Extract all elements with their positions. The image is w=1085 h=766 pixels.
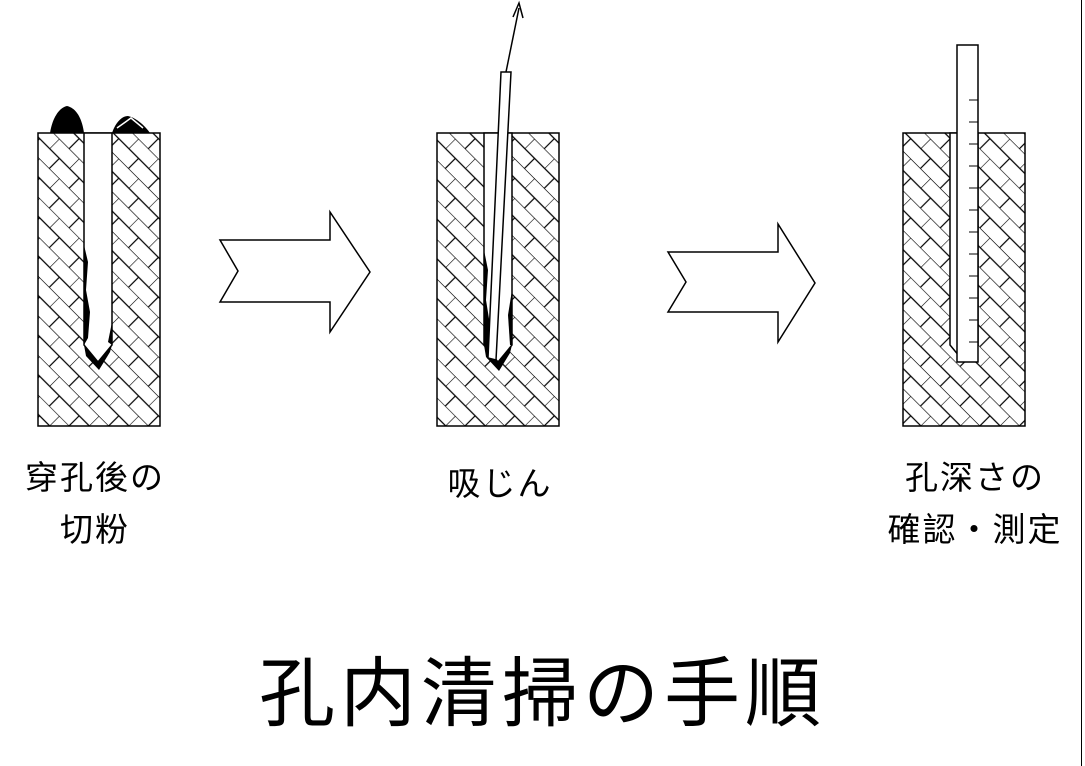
step-1-caption: 穿孔後の 切粉 [10, 452, 180, 556]
caption-line: 確認・測定 [887, 510, 1063, 549]
remaining-dust-right [508, 290, 512, 345]
cutting-pile-right [112, 116, 150, 133]
step-3-caption: 孔深さの 確認・測定 [880, 452, 1070, 556]
suction-airflow-arrowhead [512, 0, 524, 19]
caption-line: 吸じん [447, 464, 553, 503]
suction-nozzle [487, 71, 512, 361]
depth-gauge [956, 44, 979, 363]
cutting-dust-left-wall [84, 245, 90, 345]
arrow-right-icon [666, 221, 816, 345]
step-2-caption: 吸じん [420, 458, 580, 510]
caption-line: 穿孔後の [25, 458, 165, 497]
caption-line: 切粉 [60, 510, 130, 549]
dust-suction-figure [436, 0, 560, 427]
cutting-dust-right-wall [108, 322, 112, 345]
depth-measurement-figure [902, 44, 1026, 427]
remaining-dust-left [484, 250, 490, 350]
cutting-dust-bottom [84, 345, 112, 370]
suction-airflow-line [505, 7, 520, 73]
hole-with-cuttings-figure [37, 106, 161, 427]
cutting-pile-left [50, 106, 84, 133]
page-title: 孔内清掃の手順 [259, 649, 826, 738]
depth-gauge-scale [969, 99, 978, 343]
page-border [1081, 0, 1082, 766]
caption-line: 孔深さの [905, 458, 1045, 497]
arrow-right-icon [218, 209, 371, 335]
